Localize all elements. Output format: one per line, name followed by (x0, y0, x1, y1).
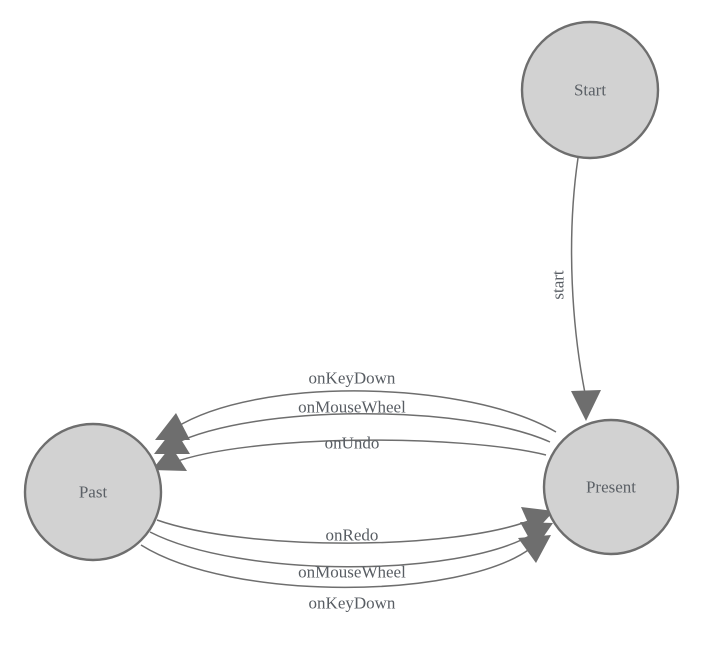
edge-present-to-past-onundo-arrowhead (152, 446, 187, 471)
edge-start-to-present-arrowhead (571, 390, 601, 421)
edge-label-past-present-onkeydown: onKeyDown (309, 594, 396, 613)
node-present-label: Present (586, 478, 636, 497)
node-present[interactable]: Present (542, 418, 680, 556)
edge-present-to-past-onmousewheel-path (173, 413, 551, 445)
node-past-circle (23, 422, 163, 562)
edge-present-to-past-onmousewheel[interactable]: onMouseWheel (154, 398, 551, 455)
edge-present-to-past-onundo[interactable]: onUndo (152, 434, 547, 472)
edge-past-to-present-onmousewheel-path (149, 531, 534, 568)
edge-past-to-present-onkeydown-path (140, 544, 532, 589)
edge-past-to-present-onmousewheel[interactable]: onMouseWheel (149, 522, 553, 582)
edge-present-to-past-onmousewheel-arrowhead (154, 428, 190, 454)
edge-start-to-present-path (570, 157, 587, 399)
node-present-circle (542, 418, 680, 556)
edge-present-to-past-onkeydown-path (174, 390, 557, 433)
node-past-label: Past (79, 483, 108, 502)
node-start-circle (520, 20, 660, 160)
node-start[interactable]: Start (520, 20, 660, 160)
edge-present-to-past-onkeydown-arrowhead (155, 413, 190, 440)
node-start-label: Start (574, 81, 606, 100)
edge-label-past-present-onredo: onRedo (326, 526, 379, 545)
edge-past-to-present-onredo-path (156, 518, 535, 544)
node-past[interactable]: Past (23, 422, 163, 562)
edge-label-present-past-onkeydown: onKeyDown (309, 369, 396, 388)
edge-past-to-present-onkeydown[interactable]: onKeyDown (140, 535, 551, 613)
edge-label-past-present-onmousewheel: onMouseWheel (298, 563, 406, 582)
edge-past-to-present-onredo[interactable]: onRedo (156, 507, 554, 545)
edge-label-start: start (549, 270, 568, 300)
edge-past-to-present-onmousewheel-arrowhead (520, 522, 553, 549)
edge-label-present-past-onundo: onUndo (325, 434, 380, 453)
edge-label-present-past-onmousewheel: onMouseWheel (298, 398, 406, 417)
edge-past-to-present-onkeydown-arrowhead (518, 535, 551, 563)
edge-past-to-present-onredo-arrowhead (521, 507, 554, 534)
edge-present-to-past-onundo-path (171, 439, 547, 464)
edge-present-to-past-onkeydown[interactable]: onKeyDown (155, 369, 557, 441)
edge-start-to-present[interactable]: start (549, 157, 602, 421)
